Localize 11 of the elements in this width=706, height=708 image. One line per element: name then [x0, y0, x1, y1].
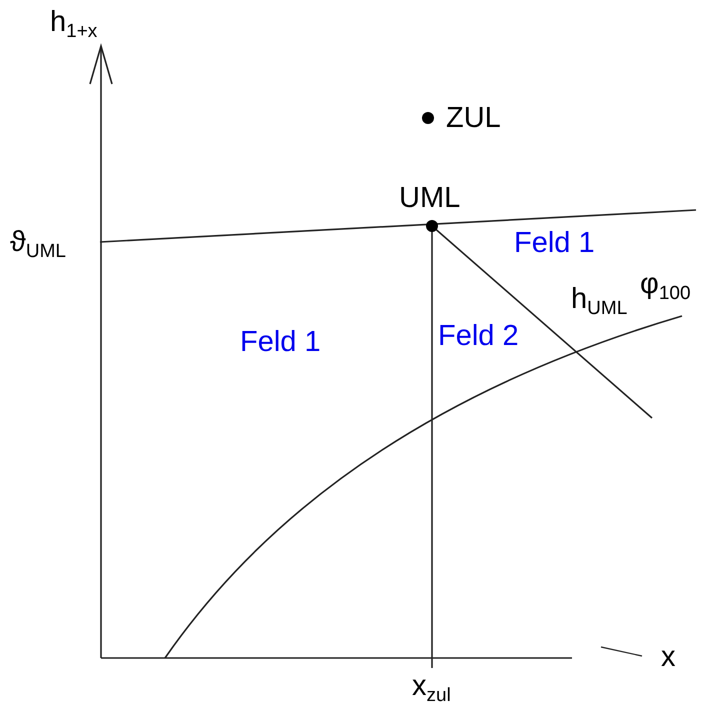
line-label: h$_{UML}$: [571, 285, 628, 318]
region-label: Feld 1: [514, 229, 595, 258]
point-label: ZUL: [446, 104, 501, 133]
axis-label: x$_{zul}$: [412, 672, 451, 705]
region-label: Feld 1: [240, 328, 321, 357]
axis-label: h$_{1+x}$: [50, 8, 98, 41]
axis-label: ϑ$_{UML}$: [10, 228, 66, 261]
point-label: UML: [399, 184, 460, 213]
curve-label: φ$_{100}$: [640, 270, 691, 303]
axis-label: x: [661, 643, 676, 672]
region-label: Feld 2: [438, 322, 519, 351]
